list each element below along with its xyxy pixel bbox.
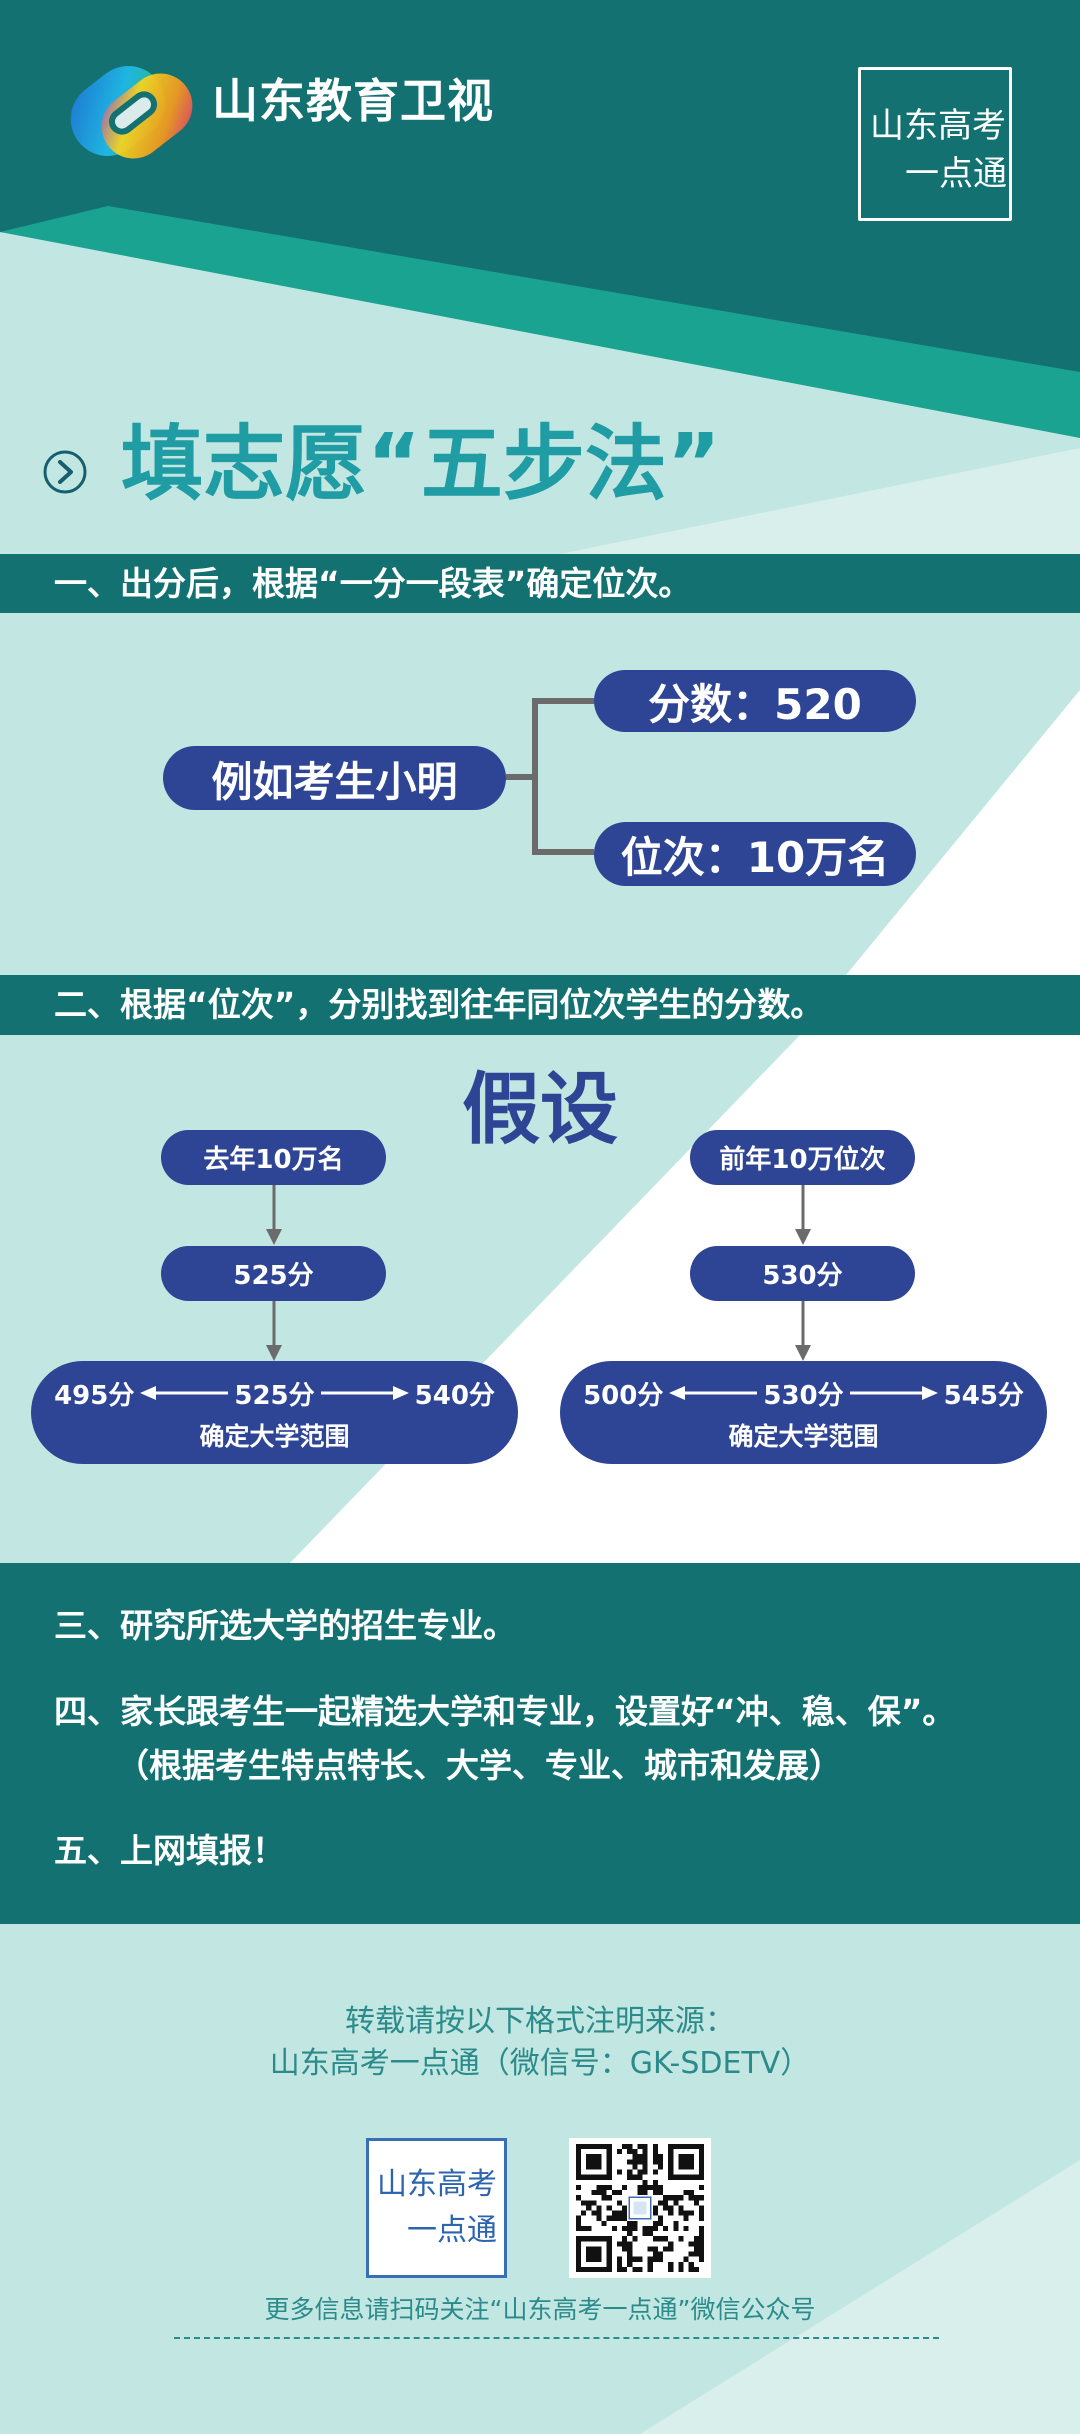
- assumption-heading: 假设: [461, 1065, 618, 1155]
- step1-header-bar: 一、出分后，根据“一分一段表”确定位次。: [0, 554, 1080, 613]
- year-before-rank-pill: 前年10万位次: [690, 1130, 915, 1185]
- step2-heading: 二、根据“位次”，分别找到往年同位次学生的分数。: [54, 985, 824, 1024]
- chevron-right-circle-icon: [42, 449, 88, 495]
- example-student-pill: 例如考生小明: [163, 746, 506, 810]
- arrow-left-icon: [140, 1386, 229, 1400]
- rank-pill: 位次：10万名: [594, 822, 916, 886]
- range-mid: 525分: [234, 1380, 315, 1411]
- step3-text: 三、研究所选大学的招生专业。: [54, 1606, 516, 1645]
- brand-name: 山东教育卫视: [212, 74, 494, 128]
- step1-heading: 一、出分后，根据“一分一段表”确定位次。: [54, 564, 692, 603]
- header-band: [0, 0, 1080, 380]
- badge-line1: 山东高考: [870, 106, 1006, 146]
- range-caption: 确定大学范围: [199, 1422, 350, 1451]
- follow-note: 更多信息请扫码关注“山东高考一点通”微信公众号: [264, 2295, 816, 2324]
- arrow-right-icon: [849, 1386, 938, 1400]
- page-title: 填志愿“五步法”: [121, 417, 721, 512]
- accent-stripe: [0, 206, 1080, 438]
- score-range-row: 500分 530分 545分: [560, 1376, 1047, 1411]
- range-low: 495分: [54, 1380, 135, 1411]
- step2-header-bar: 二、根据“位次”，分别找到往年同位次学生的分数。: [0, 975, 1080, 1035]
- app-badge-logo: 山东高考 一点通: [858, 67, 1012, 221]
- footer-light-wedge: [640, 2160, 1080, 2434]
- step4-text: 四、家长跟考生一起精选大学和专业，设置好“冲、稳、保”。: [54, 1692, 956, 1731]
- qr-code-pattern: [576, 2144, 704, 2272]
- connector-line: [506, 774, 535, 780]
- source-name: 山东高考一点通（微信号：GK-SDETV）: [269, 2046, 811, 2081]
- range-high: 545分: [943, 1380, 1024, 1411]
- logo-line1: 山东高考: [377, 2167, 497, 2202]
- connector-line: [532, 849, 594, 855]
- score-range-row: 495分 525分 540分: [31, 1376, 518, 1411]
- badge-line2: 一点通: [905, 154, 1007, 194]
- dashed-divider: [174, 2337, 939, 2339]
- source-note: 转载请按以下格式注明来源：: [345, 2004, 735, 2039]
- step1-white-wedge: [846, 690, 1080, 975]
- last-year-rank-pill: 去年10万名: [161, 1130, 386, 1185]
- qr-code: [569, 2138, 711, 2278]
- later-steps-block: 三、研究所选大学的招生专业。 四、家长跟考生一起精选大学和专业，设置好“冲、稳、…: [0, 1563, 1080, 1924]
- brand-logo-icon: [60, 46, 202, 176]
- range-high: 540分: [414, 1380, 495, 1411]
- step5-text: 五、上网填报！: [54, 1831, 285, 1870]
- range-low: 500分: [583, 1380, 664, 1411]
- year-before-range-pill: 500分 530分 545分 确定大学范围: [560, 1361, 1047, 1464]
- logo-line2: 一点通: [407, 2213, 497, 2248]
- connector-line: [532, 698, 594, 704]
- arrow-down-icon: [266, 1301, 282, 1361]
- arrow-left-icon: [669, 1386, 758, 1400]
- last-year-score-pill: 525分: [161, 1246, 386, 1301]
- connector-line: [532, 698, 538, 855]
- range-caption: 确定大学范围: [728, 1422, 879, 1451]
- step4-note: （根据考生特点特长、大学、专业、城市和发展）: [116, 1746, 842, 1785]
- wechat-account-logo: 山东高考 一点通: [366, 2138, 507, 2278]
- arrow-down-icon: [795, 1185, 811, 1245]
- range-mid: 530分: [763, 1380, 844, 1411]
- arrow-right-icon: [320, 1386, 409, 1400]
- year-before-score-pill: 530分: [690, 1246, 915, 1301]
- last-year-range-pill: 495分 525分 540分 确定大学范围: [31, 1361, 518, 1464]
- score-pill: 分数：520: [594, 670, 916, 732]
- arrow-down-icon: [266, 1185, 282, 1245]
- title-light-wedge: [560, 448, 1080, 554]
- arrow-down-icon: [795, 1301, 811, 1361]
